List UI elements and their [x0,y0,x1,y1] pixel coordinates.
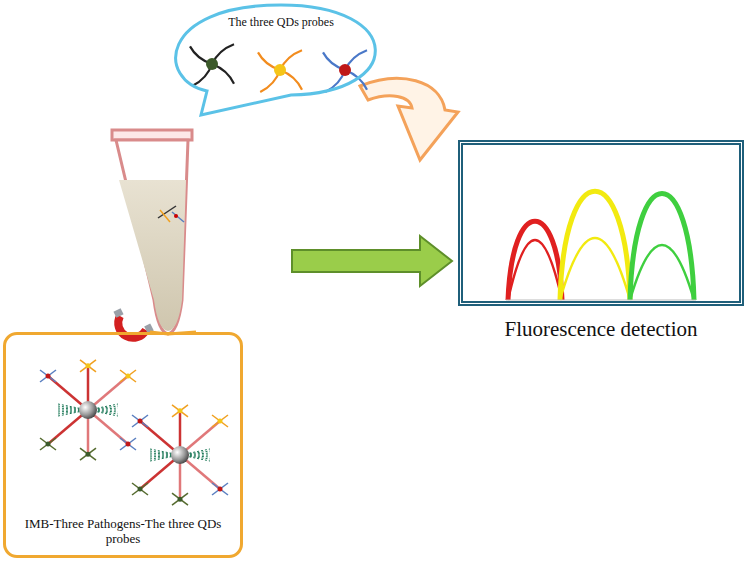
quantum-dot [178,408,183,413]
quantum-dot [218,419,223,424]
peak-curve [560,238,630,300]
quantum-dot [86,452,91,457]
panel-caption: Fluorescence detection [453,317,748,342]
peak-curve [508,221,562,300]
bead-complexes [40,360,228,505]
floating-probes [158,206,184,222]
peak-curve [508,240,562,300]
tube-liquid [119,180,186,331]
quantum-dot [138,419,143,424]
quantum-dot [138,487,143,492]
quantum-dot [46,442,51,447]
quantum-dot [86,363,91,368]
magnetic-bead [79,401,97,419]
block-arrow [292,236,452,286]
peak-curve [630,245,694,300]
peak-curve [630,194,694,301]
speech-bubble: The three QDs probes [155,3,407,97]
callout-box: IMB-Three Pathogens-The three QDs probes [3,332,243,558]
fluorescence-peaks [506,191,696,300]
tube-body [116,140,188,334]
quantum-dot [46,374,51,379]
peak-curve [560,191,630,300]
quantum-dot [178,497,183,502]
quantum-dot [126,442,131,447]
result-panel: Fluorescence detection [458,140,744,306]
baseline [506,300,696,301]
tube [112,130,192,334]
magnetic-bead [171,446,189,464]
quantum-dot [218,487,223,492]
node-label: IMB-Three Pathogens-The three QDs probes [16,516,230,547]
node-label: The three QDs probes [175,15,387,29]
curved-arrow [360,78,458,160]
quantum-dot [126,374,131,379]
